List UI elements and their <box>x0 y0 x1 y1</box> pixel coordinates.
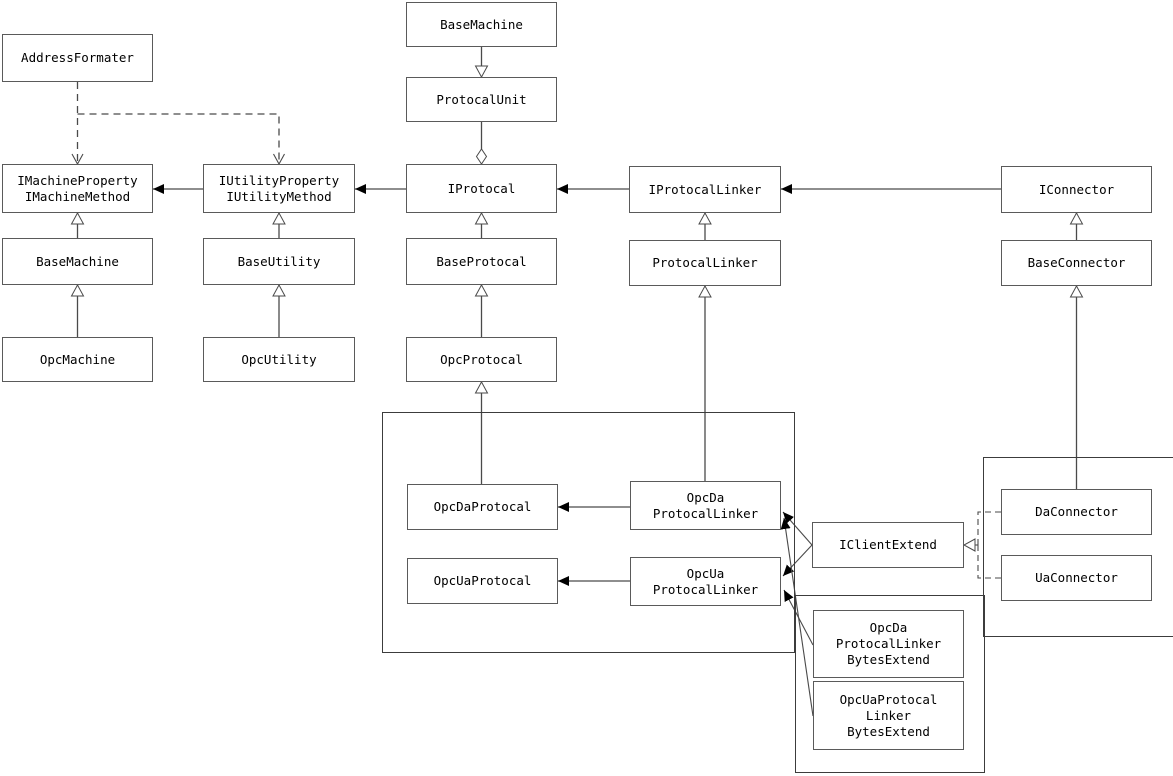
class-node-iconnector[interactable]: IConnector <box>1001 166 1152 213</box>
class-node-daconnector[interactable]: DaConnector <box>1001 489 1152 535</box>
class-node-addressformater[interactable]: AddressFormater <box>2 34 153 82</box>
group-protocal-linker <box>382 412 795 653</box>
class-node-basemachine[interactable]: BaseMachine <box>2 238 153 285</box>
class-node-opcdaprotocal[interactable]: OpcDaProtocal <box>407 484 558 530</box>
class-node-baseconnector[interactable]: BaseConnector <box>1001 240 1152 286</box>
class-node-protocalunit[interactable]: ProtocalUnit <box>406 77 557 122</box>
class-node-opcdaprotocallinkerbytesextend[interactable]: OpcDa ProtocalLinker BytesExtend <box>813 610 964 678</box>
class-node-imachineproperty[interactable]: IMachineProperty IMachineMethod <box>2 164 153 213</box>
group-connector <box>983 457 1173 637</box>
class-node-opcutility[interactable]: OpcUtility <box>203 337 355 382</box>
class-node-uaconnector[interactable]: UaConnector <box>1001 555 1152 601</box>
class-node-opcdaprotocallinker[interactable]: OpcDa ProtocalLinker <box>630 481 781 530</box>
class-node-baseprotocal[interactable]: BaseProtocal <box>406 238 557 285</box>
class-node-opcprotocal[interactable]: OpcProtocal <box>406 337 557 382</box>
class-node-opcuaprotocal[interactable]: OpcUaProtocal <box>407 558 558 604</box>
class-node-iprotocallinker[interactable]: IProtocalLinker <box>629 166 781 213</box>
class-node-basemachine-top[interactable]: BaseMachine <box>406 2 557 47</box>
class-node-iclientextend[interactable]: IClientExtend <box>812 522 964 568</box>
class-node-protocallinker[interactable]: ProtocalLinker <box>629 240 781 286</box>
class-node-iutilityproperty[interactable]: IUtilityProperty IUtilityMethod <box>203 164 355 213</box>
class-node-baseutility[interactable]: BaseUtility <box>203 238 355 285</box>
edge-addressformater-iutility <box>77 113 285 166</box>
class-node-iprotocal[interactable]: IProtocal <box>406 164 557 213</box>
class-node-opcmachine[interactable]: OpcMachine <box>2 337 153 382</box>
class-node-opcuaprotocallinker[interactable]: OpcUa ProtocalLinker <box>630 557 781 606</box>
class-node-opcuaprotocallinkerbytesextend[interactable]: OpcUaProtocal Linker BytesExtend <box>813 681 964 750</box>
